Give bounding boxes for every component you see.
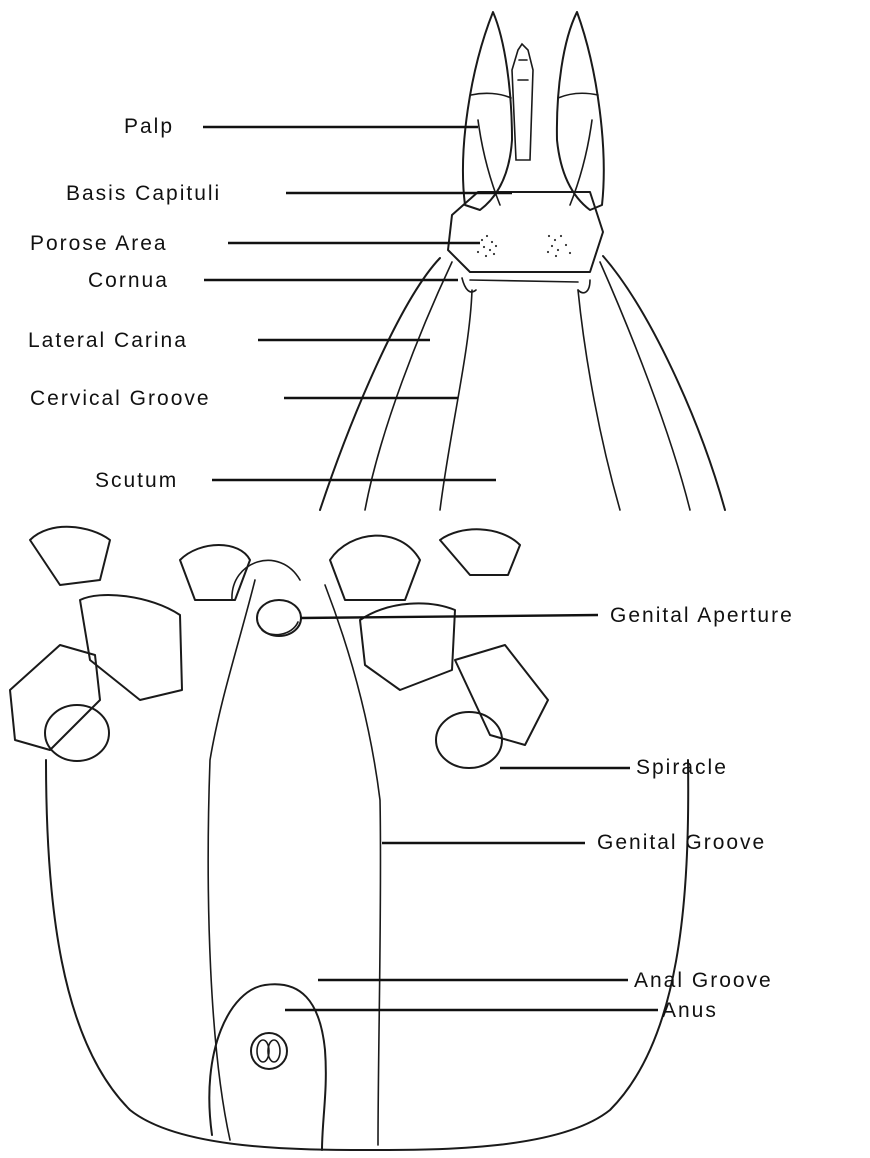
porose-area-dots bbox=[477, 235, 571, 257]
leader-lines bbox=[203, 127, 658, 1010]
label-genital-groove: Genital Groove bbox=[597, 832, 766, 853]
label-cervical-groove: Cervical Groove bbox=[30, 388, 211, 409]
label-genital-aperture: Genital Aperture bbox=[610, 605, 794, 626]
genital-aperture-leader-line bbox=[300, 615, 598, 618]
label-palp: Palp bbox=[124, 116, 174, 137]
scutum-drawing bbox=[320, 256, 725, 510]
spiracle-drawing bbox=[45, 705, 502, 768]
hypostome-drawing bbox=[512, 44, 533, 160]
palp-drawing bbox=[463, 12, 604, 210]
ventral-body-drawing bbox=[46, 560, 688, 1150]
label-porose-area: Porose Area bbox=[30, 233, 168, 254]
label-basis-capituli: Basis Capituli bbox=[66, 183, 221, 204]
label-lateral-carina: Lateral Carina bbox=[28, 330, 188, 351]
label-anus: Anus bbox=[662, 1000, 718, 1021]
genital-aperture-drawing bbox=[257, 600, 301, 636]
label-scutum: Scutum bbox=[95, 470, 178, 491]
legs-drawing bbox=[10, 527, 548, 750]
label-cornua: Cornua bbox=[88, 270, 169, 291]
label-spiracle: Spiracle bbox=[636, 757, 728, 778]
label-anal-groove: Anal Groove bbox=[634, 970, 773, 991]
